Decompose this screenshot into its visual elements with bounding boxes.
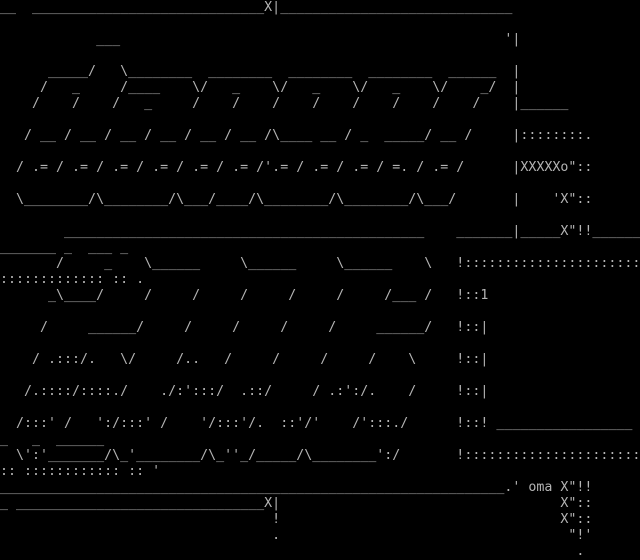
text-line — [0, 208, 640, 224]
text-line — [0, 48, 640, 64]
text-line — [0, 112, 640, 128]
text-line: / __ / __ / __ / __ / __ / __ /\____ __ … — [0, 128, 593, 143]
text-line: / .= / .= / .= / .= / .= / .= /'.= / .= … — [0, 160, 593, 175]
text-line — [0, 144, 640, 160]
text-line: _ _______________________________X| X":: — [0, 496, 593, 511]
text-line — [0, 336, 640, 352]
text-line: _ _ ______ — [0, 432, 105, 447]
text-line: :: :::::::::::: :: ' — [0, 464, 161, 479]
text-line — [0, 368, 640, 384]
text-line: / .:::/. \/ /.. / / / / \ !::| — [0, 352, 489, 367]
text-line: _______ _ ___ _ — [0, 240, 129, 255]
text-line: ::::::::::::: :: . — [0, 272, 145, 287]
text-line: ___ '| — [0, 32, 521, 47]
text-line: . "!' — [0, 528, 593, 543]
text-line: / / / _ / / / / / / / / |______ — [0, 96, 569, 111]
text-line: / _ /____ \/ _ \/ _ \/ _ \/ _/ | — [0, 80, 521, 95]
text-line — [0, 176, 640, 192]
text-line: /:::' / ':/:::' / '/:::'/. ::'/' /':::./… — [0, 416, 633, 431]
text-line: /.::::/::::./ ./:':::/ .::/ / .:':/. / !… — [0, 384, 489, 399]
text-line: / _ \______ \______ \______ \ !:::::::::… — [0, 256, 640, 271]
text-line — [0, 400, 640, 416]
text-line: \':'_______/\_'________/\_''_/_____/\___… — [0, 448, 640, 463]
text-line: _\____/ / / / / / /___ / !::1 — [0, 288, 489, 303]
text-line: / ______/ / / / / ______/ !::| — [0, 320, 489, 335]
text-line: . — [0, 544, 585, 559]
text-line: ________________________________________… — [0, 480, 593, 495]
text-line: ________________________________________… — [0, 224, 640, 239]
text-line: _____/ \________ ________ ________ _____… — [0, 64, 521, 79]
text-line: ! X":: — [0, 512, 593, 527]
text-line: \________/\________/\___/____/\________/… — [0, 192, 593, 207]
text-line: __ _____________________________X|______… — [0, 0, 513, 15]
text-line — [0, 304, 640, 320]
text-line — [0, 16, 640, 32]
